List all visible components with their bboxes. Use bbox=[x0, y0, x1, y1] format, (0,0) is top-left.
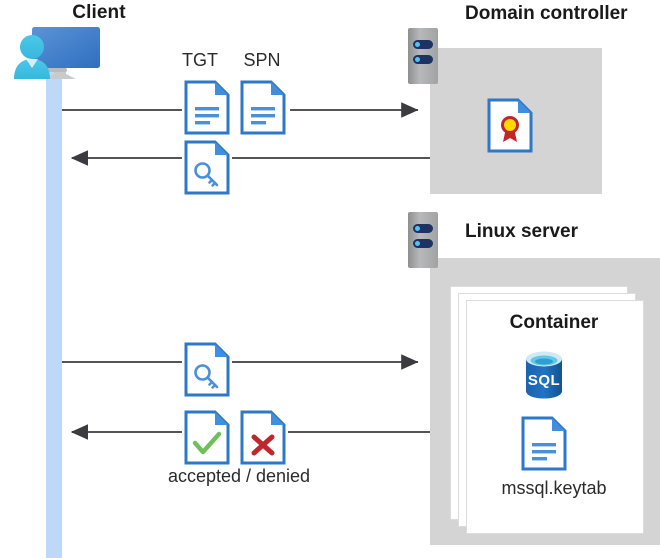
keytab-document-icon bbox=[521, 416, 567, 471]
container-title: Container bbox=[509, 312, 599, 333]
tgt-document-icon bbox=[184, 80, 230, 135]
accepted-denied-label: accepted / denied bbox=[167, 466, 311, 486]
server-rack-icon-domain-controller bbox=[408, 28, 438, 84]
container-card-front bbox=[466, 300, 644, 534]
certificate-document-icon bbox=[487, 98, 533, 153]
client-lifeline bbox=[46, 62, 62, 558]
tgt-label: TGT bbox=[182, 50, 218, 70]
presented-ticket-key-document-icon bbox=[184, 342, 230, 397]
client-label: Client bbox=[72, 2, 126, 23]
spn-label: SPN bbox=[243, 50, 281, 70]
zone-domain-controller-label: Domain controller bbox=[465, 3, 628, 24]
service-ticket-key-document-icon bbox=[184, 140, 230, 195]
keytab-filename-label: mssql.keytab bbox=[501, 478, 607, 498]
accepted-check-document-icon bbox=[184, 410, 230, 465]
denied-cross-document-icon bbox=[240, 410, 286, 465]
server-rack-icon-linux-server bbox=[408, 212, 438, 268]
client-monitor-user-icon bbox=[8, 24, 118, 80]
spn-document-icon bbox=[240, 80, 286, 135]
zone-linux-server-label: Linux server bbox=[465, 221, 578, 242]
sql-database-icon: SQL bbox=[518, 348, 570, 402]
svg-text:SQL: SQL bbox=[528, 372, 560, 389]
